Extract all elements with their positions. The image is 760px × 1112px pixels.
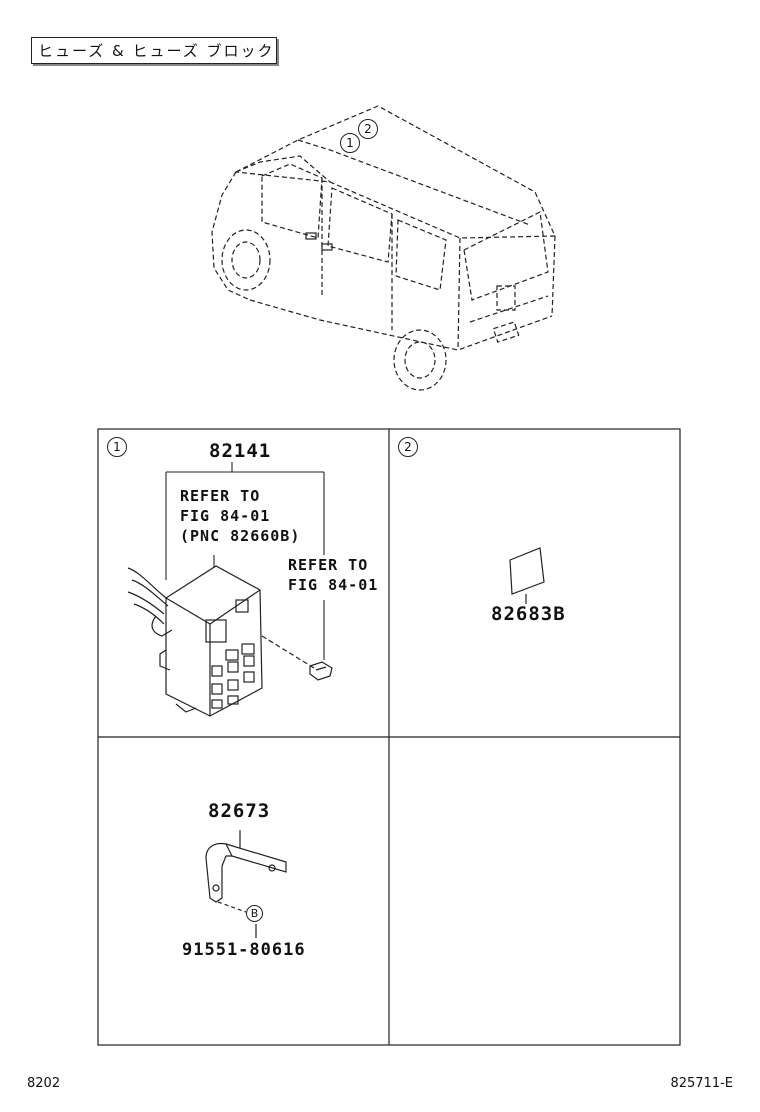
vehicle-callout-1: 1 [340, 133, 360, 153]
part-number-82141: 82141 [209, 440, 272, 462]
refer-note-a: REFER TO FIG 84-01 (PNC 82660B) [180, 487, 301, 545]
diagram-title: ヒューズ & ヒューズ ブロック [31, 37, 277, 64]
part-number-91551-80616: 91551-80616 [182, 940, 306, 960]
grid-frame [97, 428, 681, 1046]
refer-note-b: REFER TO FIG 84-01 [288, 556, 379, 594]
van-details [305, 232, 333, 251]
footer-left-code: 8202 [27, 1076, 61, 1091]
van-illustration [211, 105, 556, 391]
part-number-82673: 82673 [208, 800, 271, 822]
cell-2-index: 2 [398, 437, 418, 457]
cell-1-index: 1 [107, 437, 127, 457]
bracket-drawing [205, 830, 287, 938]
part-number-82683b: 82683B [491, 603, 566, 625]
footer-right-code: 825711-E [670, 1076, 733, 1091]
label-sticker-drawing [509, 547, 545, 604]
leader-lines-82141 [165, 462, 325, 660]
fastener-marker-b: B [246, 905, 263, 922]
fuse-block-drawing [127, 565, 333, 717]
vehicle-callout-2: 2 [358, 119, 378, 139]
